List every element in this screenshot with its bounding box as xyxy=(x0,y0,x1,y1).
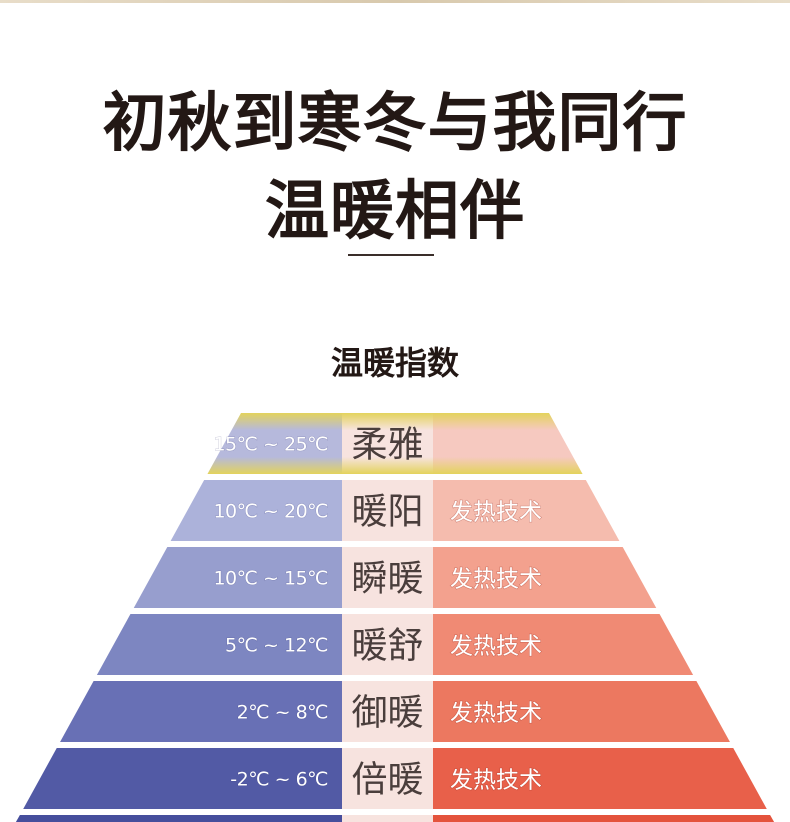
tier-warmth-level: 倍暖 xyxy=(351,760,423,801)
tier-1: 15℃ ~ 25℃ 柔雅 xyxy=(207,413,583,474)
tier-partial xyxy=(15,815,775,822)
tier-temperature-range: 10℃ ~ 20℃ xyxy=(213,501,328,523)
tier-5: 2℃ ~ 8℃ 御暖 发热技术 xyxy=(60,681,730,742)
tier-left-segment xyxy=(133,547,342,608)
tier-right-segment xyxy=(433,547,657,608)
tier-warmth-level: 柔雅 xyxy=(351,425,423,466)
tier-left-segment xyxy=(60,681,343,742)
tier-warmth-level: 瞬暖 xyxy=(351,559,423,600)
tier-center-segment xyxy=(342,815,433,822)
tier-right-segment xyxy=(433,748,767,809)
tier-center-segment xyxy=(342,413,433,474)
tier-left-segment xyxy=(207,413,342,474)
tier-temperature-range: 5℃ ~ 12℃ xyxy=(225,635,328,657)
tier-6: -2℃ ~ 6℃ 倍暖 发热技术 xyxy=(23,748,767,809)
tier-warmth-level: 御暖 xyxy=(351,693,423,734)
tier-right-segment xyxy=(433,815,775,822)
tier-technology-label: 发热技术 xyxy=(450,500,542,526)
tier-left-segment xyxy=(15,815,343,822)
tier-temperature-range: -2℃ ~ 6℃ xyxy=(230,769,328,791)
tier-right-segment xyxy=(433,681,730,742)
tier-center-segment xyxy=(342,681,433,742)
tier-temperature-range: 10℃ ~ 15℃ xyxy=(213,568,328,590)
tier-technology-label: 发热技术 xyxy=(450,701,542,727)
tier-center-segment xyxy=(342,748,433,809)
tier-temperature-range: 15℃ ~ 25℃ xyxy=(213,434,328,456)
tier-left-segment xyxy=(170,480,342,541)
tier-technology-label: 发热技术 xyxy=(450,567,542,593)
section-title: 温暖指数 xyxy=(330,344,459,382)
tier-center-segment xyxy=(342,480,433,541)
tier-2: 10℃ ~ 20℃ 暖阳 发热技术 xyxy=(170,480,620,541)
tier-right-segment xyxy=(433,413,583,474)
tier-right-segment xyxy=(433,480,620,541)
tier-temperature-range: 2℃ ~ 8℃ xyxy=(237,702,329,724)
tier-4: 5℃ ~ 12℃ 暖舒 发热技术 xyxy=(96,614,694,675)
headline-line-1: 初秋到寒冬与我同行 xyxy=(102,87,688,161)
tier-right-segment xyxy=(433,614,694,675)
tier-warmth-level: 暖舒 xyxy=(351,626,423,667)
tier-center-segment xyxy=(342,547,433,608)
tier-technology-label: 发热技术 xyxy=(450,634,542,660)
headline-divider xyxy=(348,254,434,256)
tier-technology-label: 发热技术 xyxy=(450,768,542,794)
headline-line-2: 温暖相伴 xyxy=(265,175,525,249)
tier-left-segment xyxy=(96,614,343,675)
tier-warmth-level: 暖阳 xyxy=(351,492,423,533)
tier-center-segment xyxy=(342,614,433,675)
tier-left-segment xyxy=(23,748,342,809)
top-decor-strip xyxy=(0,0,790,3)
tier-3: 10℃ ~ 15℃ 瞬暖 发热技术 xyxy=(133,547,657,608)
